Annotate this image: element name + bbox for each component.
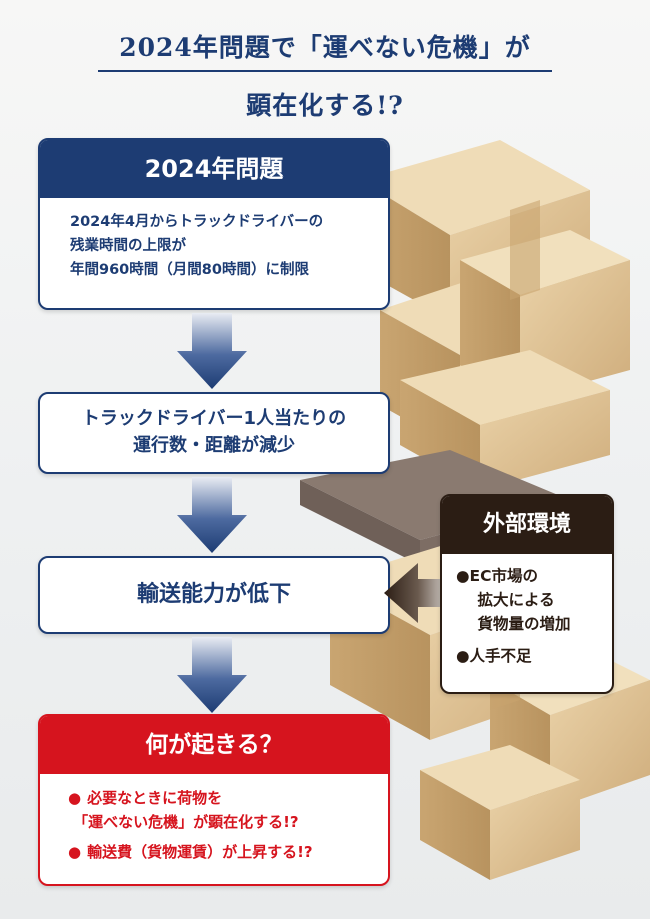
page-title-line1: 2024年問題で「運べない危機」が: [119, 33, 531, 62]
problem-box: 2024年問題 2024年4月からトラックドライバーの 残業時間の上限が 年間9…: [38, 138, 390, 310]
external-item: ● 人手不足: [456, 644, 612, 668]
result-heading: 何が起きる？: [40, 716, 388, 774]
bullet-icon: ●: [68, 789, 82, 807]
capacity-decline-text: 輸送能力が低下: [136, 582, 291, 607]
external-environment-heading: 外部環境: [442, 496, 612, 554]
external-environment-box: 外部環境 ● EC市場の 拡大による 貨物量の増加 ● 人手不足: [440, 494, 614, 694]
down-arrow-icon: [177, 477, 247, 553]
external-item-line: 拡大による: [477, 591, 555, 609]
left-arrow-icon: [384, 563, 452, 623]
result-box: 何が起きる？ ● 必要なときに荷物を 「運べない危機」が顕在化する!? ● 輸送…: [38, 714, 390, 886]
result-item-line: 輸送費（貨物運賃）が上昇する!?: [87, 843, 313, 861]
driver-trips-line-2: 運行数・距離が減少: [133, 435, 295, 456]
problem-line-1: 2024年4月からトラックドライバーの: [70, 214, 324, 230]
driver-trips-line-1: トラックドライバー1人当たりの: [81, 408, 347, 429]
driver-trips-box: トラックドライバー1人当たりの 運行数・距離が減少: [38, 392, 390, 474]
capacity-decline-box: 輸送能力が低下: [38, 556, 390, 634]
problem-heading: 2024年問題: [40, 140, 388, 198]
bullet-icon: ●: [68, 843, 82, 861]
external-environment-list: ● EC市場の 拡大による 貨物量の増加 ● 人手不足: [442, 554, 612, 668]
down-arrow-icon: [177, 637, 247, 713]
problem-line-2: 残業時間の上限が: [70, 238, 186, 254]
result-item: ● 必要なときに荷物を 「運べない危機」が顕在化する!?: [68, 786, 388, 834]
external-item-line: 人手不足: [469, 647, 532, 665]
bullet-icon: ●: [456, 567, 470, 585]
result-item: ● 輸送費（貨物運賃）が上昇する!?: [68, 840, 388, 864]
bullet-icon: ●: [456, 647, 470, 665]
problem-line-3: 年間960時間（月間80時間）に制限: [70, 262, 309, 278]
page-title-line2: 顕在化する!?: [246, 91, 404, 120]
external-item: ● EC市場の 拡大による 貨物量の増加: [456, 564, 612, 636]
driver-trips-text: トラックドライバー1人当たりの 運行数・距離が減少: [40, 394, 388, 459]
external-item-line: EC市場の: [469, 567, 538, 585]
down-arrow-icon: [177, 313, 247, 389]
result-item-line: 「運べない危機」が顕在化する!?: [73, 813, 299, 831]
external-item-line: 貨物量の増加: [477, 615, 571, 633]
result-item-line: 必要なときに荷物を: [87, 789, 223, 807]
result-list: ● 必要なときに荷物を 「運べない危機」が顕在化する!? ● 輸送費（貨物運賃）…: [40, 774, 388, 864]
title-underline: [98, 70, 552, 72]
problem-description: 2024年4月からトラックドライバーの 残業時間の上限が 年間960時間（月間8…: [40, 198, 388, 282]
